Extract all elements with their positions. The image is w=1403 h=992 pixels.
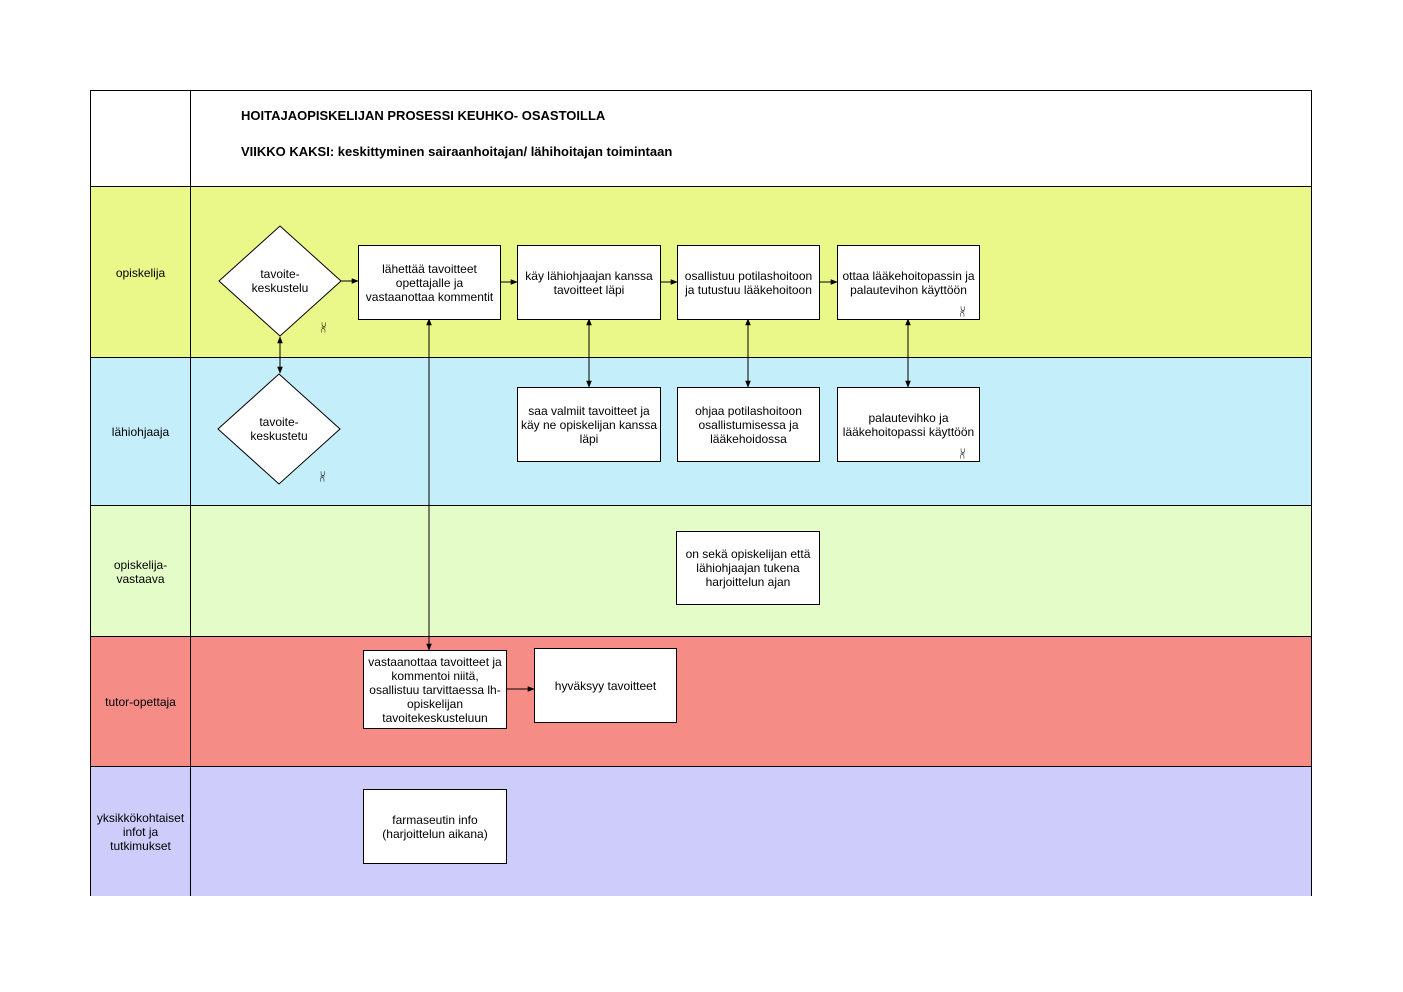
lane-divider [190, 90, 191, 896]
lane-label-opiskelija-vastaava: opiskelija- vastaava [113, 557, 168, 586]
decision-label-opiskelija: tavoite- keskustelu [251, 267, 309, 295]
process-box-b3: osallistuu potilashoitoon ja tutustuu lä… [677, 245, 820, 320]
diagram-header [90, 90, 1312, 187]
process-box-b8: on sekä opiskelijan että lähiohjaajan tu… [676, 531, 820, 605]
link-icon[interactable]: ⩈ [960, 447, 965, 460]
process-box-b5: saa valmiit tavoitteet ja käy ne opiskel… [517, 387, 661, 462]
diagram-frame [90, 90, 1312, 896]
lane-label-lahiohjaaja: lähiohjaaja [111, 425, 170, 439]
link-icon[interactable]: ⩈ [321, 321, 326, 334]
process-box-b2: käy lähiohjaajan kanssa tavoitteet läpi [517, 245, 661, 320]
decision-label-lahiohjaaja: tavoite- keskustetu [250, 415, 308, 443]
diagram-title: HOITAJAOPISKELIJAN PROSESSI KEUHKO- OSAS… [241, 108, 606, 123]
process-box-b6: ohjaa potilashoitoon osallistumisessa ja… [677, 387, 820, 462]
link-icon[interactable]: ⩈ [960, 305, 965, 318]
process-box-b4: ottaa lääkehoitopassin ja palautevihon k… [837, 245, 980, 320]
process-box-b7: palautevihko ja lääkehoitopassi käyttöön [837, 387, 980, 462]
lane-tutor-opettaja [91, 637, 1312, 767]
lane-label-opiskelija: opiskelija [115, 265, 166, 280]
lane-yksikkokohtaiset [91, 767, 1312, 896]
lane-label-tutor-opettaja: tutor-opettaja [105, 695, 176, 709]
link-icon[interactable]: ⩈ [320, 470, 325, 483]
process-box-b9: vastaanottaa tavoitteet ja kommentoi nii… [363, 650, 507, 729]
process-box-b10: hyväksyy tavoitteet [534, 648, 677, 723]
diagram-subtitle: VIIKKO KAKSI: keskittyminen sairaanhoita… [241, 144, 673, 159]
process-box-b11: farmaseutin info (harjoittelun aikana) [363, 789, 507, 864]
lane-label-yksikkokohtaiset: yksikkökohtaiset infot ja tutkimukset [96, 810, 185, 853]
process-box-b1: lähettää tavoitteet opettajalle ja vasta… [358, 245, 501, 320]
